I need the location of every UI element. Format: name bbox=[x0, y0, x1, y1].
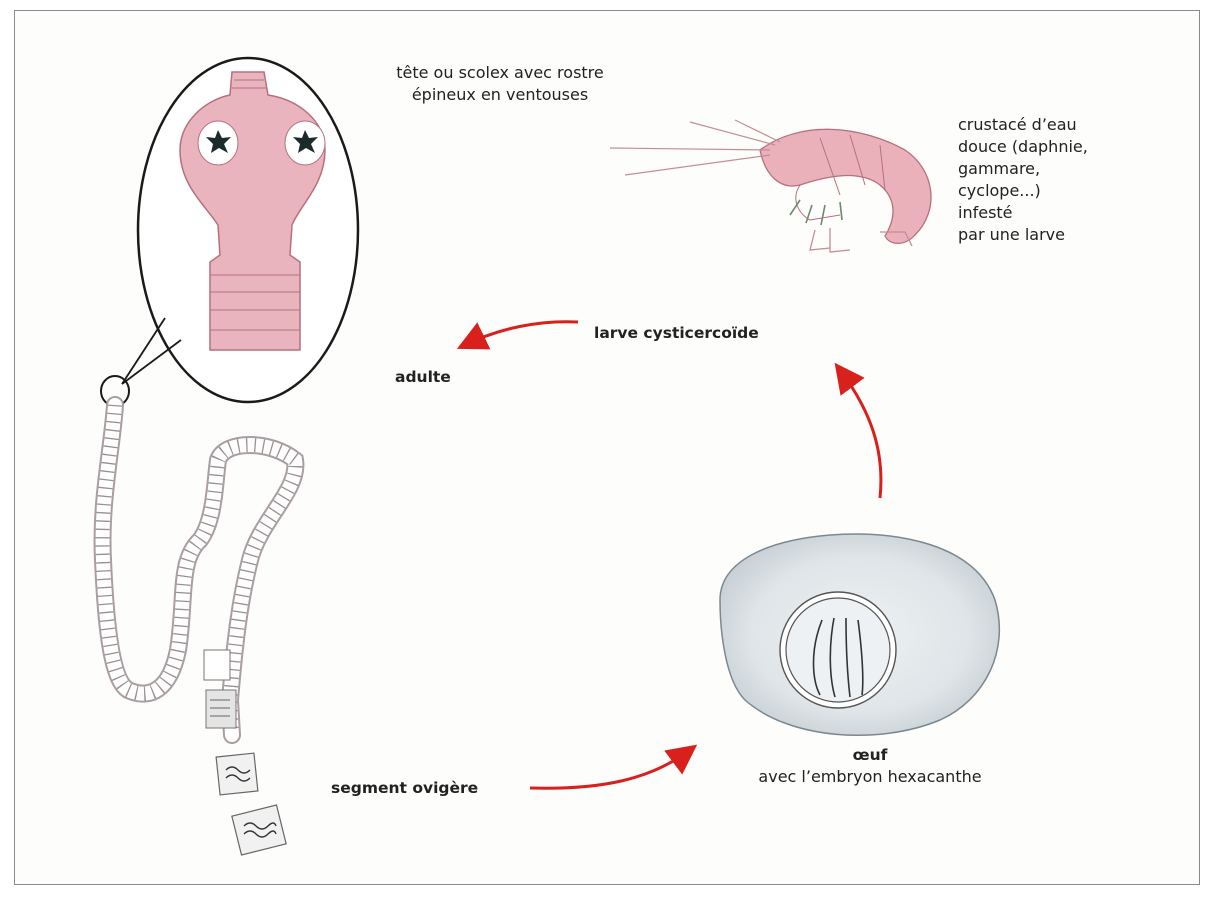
shrimp-crustacean-icon bbox=[610, 120, 931, 252]
arrow-egg-to-larva bbox=[840, 370, 881, 498]
adult-label: adulte bbox=[395, 366, 451, 388]
arrow-segment-to-egg bbox=[530, 750, 690, 788]
crustacean-label-line: crustacé d’eau bbox=[958, 114, 1088, 136]
crustacean-label-line: par une larve bbox=[958, 224, 1088, 246]
egg-label: œuf avec l’embryon hexacanthe bbox=[700, 744, 1040, 788]
tapeworm-scolex-icon bbox=[122, 58, 358, 402]
crustacean-label-line: douce (daphnie, bbox=[958, 136, 1088, 158]
arrow-larva-to-adult bbox=[465, 322, 578, 345]
crustacean-label-line: gammare, bbox=[958, 158, 1088, 180]
crustacean-label-line: infesté bbox=[958, 202, 1088, 224]
scolex-label-line: épineux en ventouses bbox=[350, 84, 650, 106]
scolex-label: tête ou scolex avec rostre épineux en ve… bbox=[350, 62, 650, 106]
larva-label: larve cysticercoïde bbox=[594, 322, 759, 344]
egg-label-title: œuf bbox=[700, 744, 1040, 766]
ovigerous-segment-icon bbox=[216, 753, 286, 855]
egg-embryo-icon bbox=[720, 534, 999, 735]
tapeworm-body-icon bbox=[101, 376, 295, 735]
crustacean-label: crustacé d’eau douce (daphnie, gammare, … bbox=[958, 114, 1088, 246]
egg-label-subtitle: avec l’embryon hexacanthe bbox=[700, 766, 1040, 788]
scolex-label-line: tête ou scolex avec rostre bbox=[350, 62, 650, 84]
segment-label: segment ovigère bbox=[331, 777, 478, 799]
crustacean-label-line: cyclope...) bbox=[958, 180, 1088, 202]
